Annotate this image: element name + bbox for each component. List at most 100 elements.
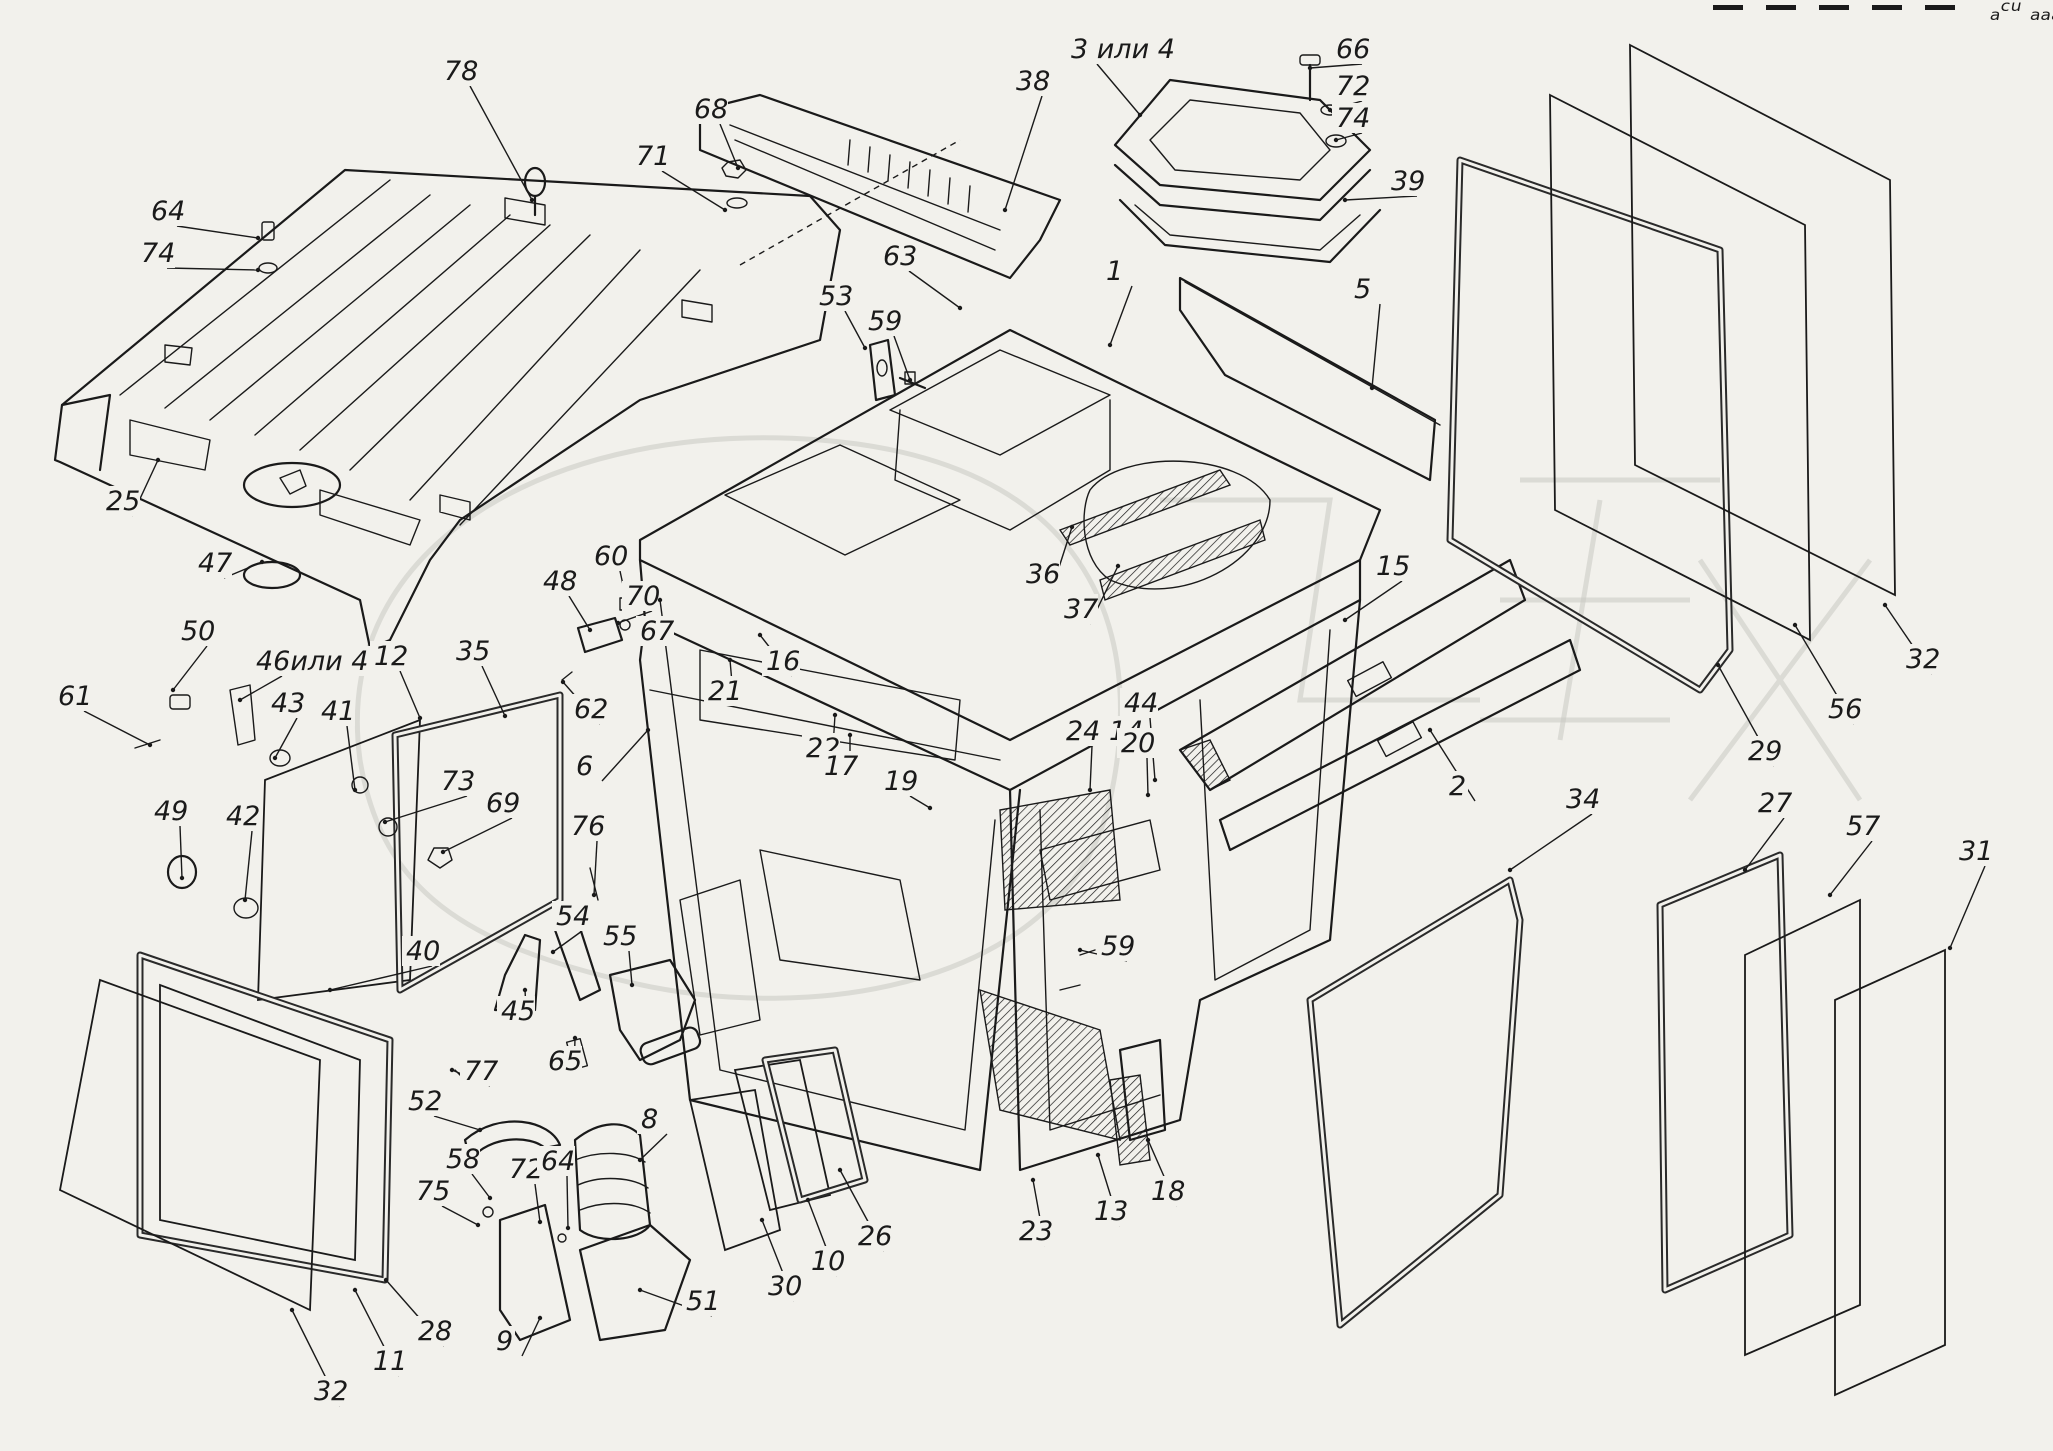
callout-56: 56 — [1792, 622, 1862, 725]
leader-line — [1089, 745, 1093, 791]
callout-47: 47 — [194, 548, 265, 579]
callout-65: 65 — [544, 1035, 582, 1077]
callout-background — [1332, 103, 1370, 133]
leader-line — [1344, 580, 1403, 621]
leader-line — [893, 335, 911, 381]
callout-41: 41 — [317, 696, 358, 793]
leader-dot — [550, 949, 556, 955]
callout-label: 74 — [1336, 103, 1370, 134]
cab-frame — [638, 328, 1382, 1172]
leader-line — [329, 965, 433, 991]
callout-label: 47 — [198, 548, 232, 579]
callout-background — [1147, 1176, 1185, 1206]
leader-dot — [629, 982, 635, 988]
leader-dot — [1107, 342, 1113, 348]
callout-label: 15 — [1376, 551, 1410, 582]
leader-line — [552, 930, 583, 953]
callout-label: 5 — [1354, 274, 1371, 305]
callout-54: 54 — [550, 901, 590, 955]
callout-label: 9 — [496, 1326, 513, 1357]
callout-background — [402, 936, 440, 966]
leader-line — [481, 665, 506, 717]
callout-background — [497, 996, 535, 1026]
callout-48: 48 — [539, 566, 593, 633]
leader-line — [1949, 865, 1986, 949]
callout-8: 8 — [637, 1104, 668, 1163]
leader-line — [274, 717, 298, 759]
callout-57: 57 — [1827, 811, 1880, 898]
callout-20: 20 — [1117, 728, 1155, 798]
callout-label: 62 — [574, 694, 608, 725]
leader-dot — [637, 1157, 643, 1163]
leader-line — [442, 817, 513, 853]
leader-dot — [1137, 112, 1143, 118]
leader-line — [1335, 132, 1363, 141]
callout-label: 60 — [594, 541, 628, 572]
leader-dot — [179, 875, 185, 881]
callout-70: 70 — [615, 581, 660, 626]
callout-37: 37 — [1060, 563, 1121, 625]
leader-dot — [382, 819, 388, 825]
rear-window-seal — [1446, 156, 1734, 694]
small-window-frame — [733, 1058, 832, 1212]
callout-label: 58 — [446, 1144, 480, 1175]
callout-label: 48 — [543, 566, 577, 597]
callout-label: 21 — [708, 676, 742, 707]
leader-line — [593, 840, 598, 896]
callout-label: 27 — [1758, 788, 1792, 819]
callout-background — [567, 811, 605, 841]
leader-dot — [759, 1217, 765, 1223]
callout-13: 13 — [1090, 1152, 1128, 1227]
callout-background — [317, 696, 355, 726]
callout-label: 29 — [1748, 736, 1782, 767]
leader-dot — [449, 1067, 455, 1073]
leader-dot — [272, 755, 278, 761]
callout-45: 45 — [497, 987, 535, 1027]
callout-background — [137, 238, 175, 268]
callout-background — [682, 1286, 720, 1316]
callout-background — [864, 306, 902, 336]
callout-53: 53 — [815, 281, 868, 351]
leader-dot — [289, 1307, 295, 1313]
nut-washer — [721, 159, 748, 209]
callout-background — [1842, 811, 1880, 841]
callout-label: 10 — [811, 1246, 845, 1277]
callout-label: 2 — [1449, 771, 1466, 802]
callout-21: 21 — [704, 657, 742, 707]
callout-label: 17 — [824, 751, 858, 782]
callout-label: 75 — [416, 1176, 450, 1207]
callout-background — [1744, 736, 1782, 766]
leader-line — [1146, 757, 1149, 796]
callout-background — [310, 1376, 348, 1406]
callout-background — [622, 581, 660, 611]
callout-label: 16 — [766, 646, 800, 677]
callout-label: 74 — [141, 238, 175, 269]
callout-label: 3 или 4 — [1071, 34, 1175, 65]
callout-background — [762, 646, 800, 676]
callout-1: 1 — [1102, 256, 1133, 348]
leader-dot — [637, 1287, 643, 1293]
callout-background — [1372, 551, 1410, 581]
leader-line — [399, 670, 421, 719]
callout-72-top: 72 — [1327, 71, 1370, 113]
leader-dot — [1327, 107, 1333, 113]
callout-10: 10 — [805, 1197, 845, 1277]
callout-label: 35 — [456, 636, 490, 667]
callout-background — [404, 1086, 442, 1116]
edge-mark — [1819, 5, 1850, 10]
leader-dot — [1342, 197, 1348, 203]
callout-label: 61 — [58, 681, 92, 712]
callout-39: 39 — [1342, 166, 1425, 203]
side-door-seal — [1306, 876, 1524, 1329]
pneumatic-bellows — [463, 1120, 692, 1342]
callout-38: 38 — [1002, 66, 1050, 213]
vent-grille-cover — [698, 93, 1062, 280]
leader-dot — [242, 897, 248, 903]
callout-background — [637, 1104, 660, 1134]
leader-line — [176, 225, 259, 239]
callout-label: 6 — [576, 751, 593, 782]
callout-73: 73 — [382, 766, 475, 825]
callout-background — [440, 56, 478, 86]
